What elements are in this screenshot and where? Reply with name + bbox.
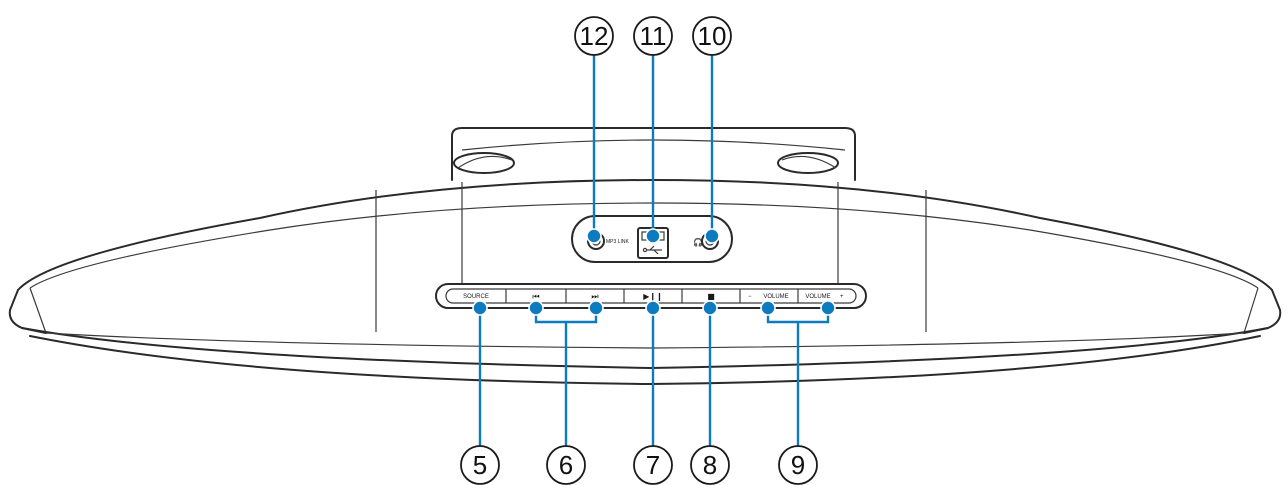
svg-text:6: 6 xyxy=(559,450,573,480)
callout-9: 9 xyxy=(778,445,818,485)
previous-icon: ⏮ xyxy=(532,292,539,301)
play-pause-button[interactable]: ▶❙❙ xyxy=(643,292,663,301)
svg-text:11: 11 xyxy=(640,21,667,51)
stop-button[interactable]: ■ xyxy=(707,292,715,301)
headphone-icon: 🎧 xyxy=(693,237,703,247)
callout-7: 7 xyxy=(633,445,673,485)
mp3-link-label: MP3 LINK xyxy=(606,239,629,245)
stop-icon: ■ xyxy=(707,292,715,301)
main-body xyxy=(8,179,1282,385)
svg-text:8: 8 xyxy=(703,450,717,480)
volume-down-label: VOLUME xyxy=(763,294,788,300)
next-button[interactable]: ⏭ xyxy=(591,292,598,301)
svg-text:5: 5 xyxy=(473,450,487,480)
volume-up-label: VOLUME xyxy=(805,294,830,300)
svg-text:SOURCE: SOURCE xyxy=(463,294,489,300)
volume-down-button[interactable]: − VOLUME xyxy=(748,294,789,300)
svg-text:9: 9 xyxy=(791,450,805,480)
usb-icon xyxy=(642,245,662,255)
volume-up-button[interactable]: VOLUME + xyxy=(805,294,844,300)
previous-button[interactable]: ⏮ xyxy=(532,292,539,301)
callout-12: 12 xyxy=(574,16,614,56)
svg-text:12: 12 xyxy=(580,21,609,51)
volume-down-sign: − xyxy=(748,294,752,300)
next-icon: ⏭ xyxy=(591,292,598,301)
svg-text:10: 10 xyxy=(698,21,727,51)
callout-11: 11 xyxy=(633,16,673,56)
volume-up-sign: + xyxy=(840,294,844,300)
play-pause-icon: ▶❙❙ xyxy=(643,292,663,301)
callout-8: 8 xyxy=(690,445,730,485)
svg-text:7: 7 xyxy=(646,450,660,480)
callout-5: 5 xyxy=(460,445,500,485)
source-button[interactable]: SOURCE xyxy=(463,294,489,300)
callout-6: 6 xyxy=(546,445,586,485)
callout-dots xyxy=(472,228,836,316)
callout-10: 10 xyxy=(692,16,732,56)
